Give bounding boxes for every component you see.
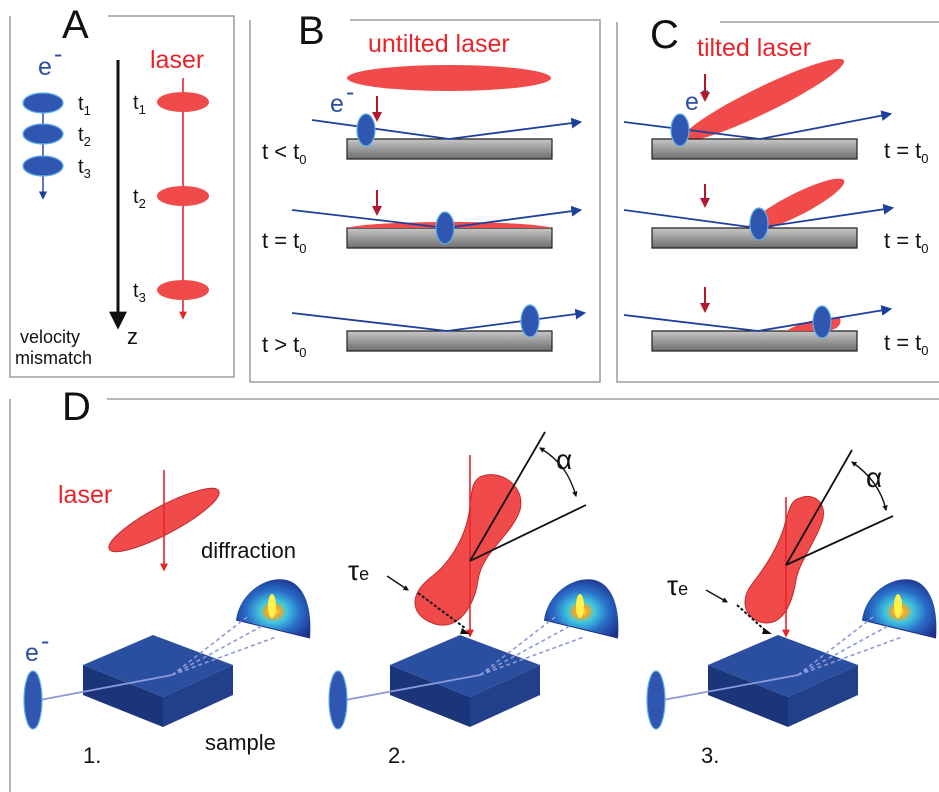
d-step-3: 3. — [701, 743, 719, 768]
svg-text:-: - — [54, 40, 62, 68]
d3-diffraction-pattern — [857, 546, 939, 639]
c-row-2-label: t = t0 — [884, 228, 929, 256]
d3-tau-label: τe — [667, 570, 688, 601]
b-row-3-label: t > t0 — [262, 332, 307, 360]
d1-diffraction-pattern — [231, 546, 314, 639]
z-axis-label: z — [127, 324, 138, 349]
panel-b-electron-label: e - — [330, 78, 354, 118]
c2-electron-pulse — [749, 207, 769, 241]
d-step-1: 1. — [83, 743, 101, 768]
c2-tilted-laser-pulse — [747, 178, 845, 232]
svg-text:t3: t3 — [78, 156, 91, 181]
d1-electron-pulse — [23, 670, 43, 730]
svg-text:t3: t3 — [133, 280, 146, 305]
d2-angle-marks — [386, 431, 587, 634]
electron-column — [22, 92, 64, 200]
d2-tau-label: τe — [348, 555, 369, 586]
untilted-laser-pulse — [347, 65, 551, 91]
panel-b-letter: B — [298, 9, 325, 53]
d1-laser-pulse — [108, 470, 220, 572]
svg-text:e: e — [38, 53, 52, 81]
svg-text:t1: t1 — [78, 93, 91, 118]
c-row-3-label: t = t0 — [884, 330, 929, 358]
svg-text:e: e — [25, 639, 39, 667]
c-row-1-label: t = t0 — [884, 138, 929, 166]
d2-diffraction-pattern — [539, 546, 622, 639]
svg-text:e: e — [685, 88, 699, 116]
d3-electron-beam — [646, 616, 903, 730]
panel-a-electron-label: e - — [38, 40, 62, 81]
laser-pulse-t3 — [157, 280, 209, 300]
panel-b-row-2 — [291, 190, 583, 249]
panel-c-row-2 — [623, 178, 895, 249]
d3-sample — [708, 635, 858, 727]
d3-electron-pulse — [646, 670, 666, 730]
c3-electron-pulse — [812, 305, 832, 339]
panel-b-title: untilted laser — [368, 30, 510, 58]
c1-electron-pulse — [670, 113, 690, 147]
electron-pulse-t3 — [22, 155, 64, 177]
panel-d-letter: D — [62, 385, 91, 429]
panel-b-frame — [249, 19, 601, 383]
panel-c-row-1 — [623, 58, 893, 160]
d3-alpha: α — [866, 462, 882, 493]
velocity-caption-line2: mismatch — [15, 348, 92, 368]
svg-text:-: - — [346, 78, 354, 106]
d1-laser-label: laser — [58, 481, 112, 509]
c1-tilted-laser-pulse — [681, 58, 845, 142]
svg-text:e: e — [330, 90, 344, 118]
svg-text:t1: t1 — [133, 92, 146, 117]
b3-electron-pulse — [520, 304, 540, 338]
svg-text:t2: t2 — [78, 124, 91, 149]
d2-sample — [390, 635, 540, 727]
svg-text:-: - — [41, 627, 49, 655]
panel-c-row-3 — [623, 287, 893, 352]
panel-c-frame — [616, 21, 939, 383]
b-row-2-label: t = t0 — [262, 228, 307, 256]
panel-a-frame — [9, 15, 235, 378]
d-step-2: 2. — [388, 743, 406, 768]
d2-electron-pulse — [328, 670, 348, 730]
d2-tilted-focus-pulse — [414, 455, 522, 638]
d3-tilted-focus-pulse — [744, 496, 824, 638]
b1-electron-pulse — [356, 113, 376, 147]
panel-c-title: tilted laser — [697, 34, 811, 62]
panel-b-row-1 — [311, 96, 583, 160]
d1-electron-label: e - — [25, 627, 49, 667]
d3-angle-marks — [705, 449, 894, 634]
laser-pulse-t1 — [157, 92, 209, 112]
d1-diffraction-label: diffraction — [201, 538, 296, 563]
svg-text:t2: t2 — [133, 186, 146, 211]
laser-pulse-t2 — [157, 186, 209, 206]
d2-alpha: α — [556, 444, 572, 475]
laser-column — [157, 78, 209, 320]
b2-electron-pulse — [435, 211, 455, 245]
d1-sample — [83, 635, 233, 727]
electron-pulse-t2 — [22, 123, 64, 145]
panel-d-frame — [9, 398, 939, 792]
panel-a-laser-label: laser — [150, 46, 204, 74]
panel-a-letter: A — [62, 3, 89, 47]
velocity-caption-line1: velocity — [20, 327, 80, 347]
laser-time-labels: t1 t2 t3 — [133, 92, 146, 305]
panel-b-row-3 — [291, 304, 587, 352]
electron-time-labels: t1 t2 t3 — [78, 93, 91, 181]
d-sample-label: sample — [205, 730, 276, 755]
panel-c-letter: C — [650, 13, 679, 57]
d2-electron-beam — [328, 616, 585, 730]
b-row-1-label: t < t0 — [262, 139, 307, 167]
d1-electron-beam — [23, 616, 277, 730]
electron-pulse-t1 — [22, 92, 64, 114]
